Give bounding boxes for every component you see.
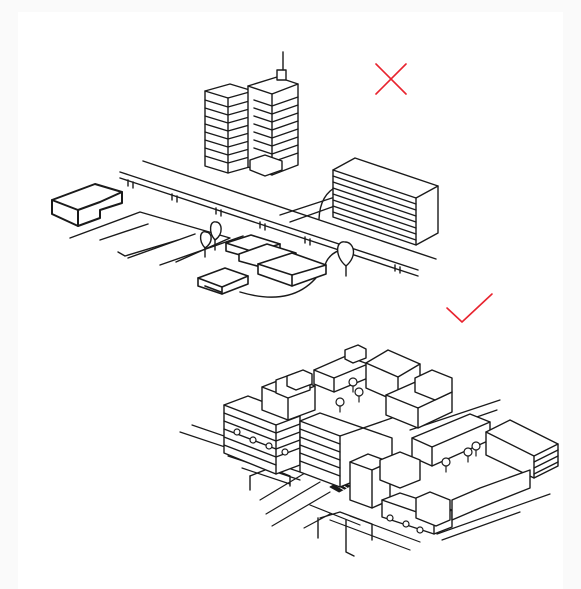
urban-comparison-illustration [0, 0, 581, 589]
illustration-svg [0, 0, 581, 589]
